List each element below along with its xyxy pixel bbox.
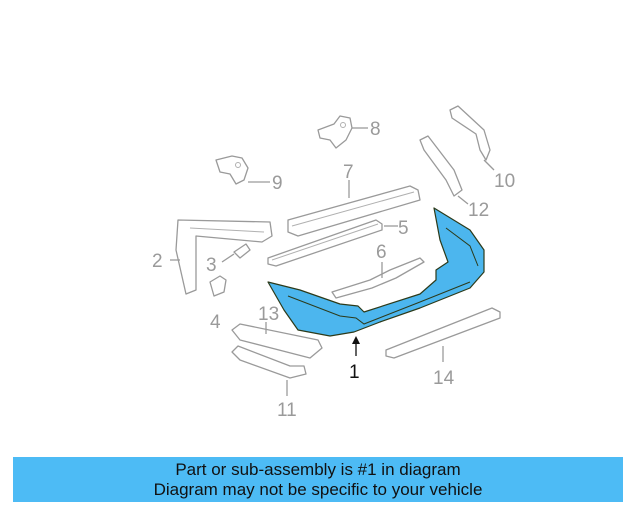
callout-10: 10 xyxy=(494,171,515,192)
part-10-bracket[interactable] xyxy=(449,105,495,171)
banner-line-1: Part or sub-assembly is #1 in diagram xyxy=(175,460,461,479)
callout-5: 5 xyxy=(398,218,409,239)
part-7-reinforcement[interactable] xyxy=(287,180,421,237)
part-4-clip[interactable] xyxy=(209,275,227,297)
part-6-bracket[interactable] xyxy=(331,257,425,299)
part-11-molding[interactable] xyxy=(231,345,307,396)
part-1-bumper-cover[interactable] xyxy=(267,207,485,356)
part-8-bracket[interactable] xyxy=(317,115,368,149)
part-2-bracket[interactable] xyxy=(170,219,273,295)
callout-6: 6 xyxy=(376,242,387,263)
callout-3: 3 xyxy=(206,255,217,276)
part-3-screw[interactable] xyxy=(221,243,251,263)
callout-7: 7 xyxy=(343,162,354,183)
callout-1: 1 xyxy=(349,362,360,383)
callout-11: 11 xyxy=(277,400,297,421)
callout-8: 8 xyxy=(370,119,381,140)
callout-9: 9 xyxy=(272,173,283,194)
callout-13: 13 xyxy=(258,304,279,325)
part-14-molding[interactable] xyxy=(385,307,501,362)
callout-2: 2 xyxy=(152,251,163,272)
part-12-bracket[interactable] xyxy=(419,135,469,205)
part-5-absorber[interactable] xyxy=(267,219,398,267)
part-9-bracket[interactable] xyxy=(215,155,270,185)
callout-14: 14 xyxy=(433,368,455,389)
callout-12: 12 xyxy=(468,200,489,221)
part-13-molding[interactable] xyxy=(231,322,323,359)
parts-diagram: 8 9 7 5 10 12 2 3 xyxy=(152,105,515,421)
callout-4: 4 xyxy=(210,312,221,333)
banner-line-2: Diagram may not be specific to your vehi… xyxy=(153,480,483,499)
info-banner: Part or sub-assembly is #1 in diagram Di… xyxy=(13,457,623,502)
